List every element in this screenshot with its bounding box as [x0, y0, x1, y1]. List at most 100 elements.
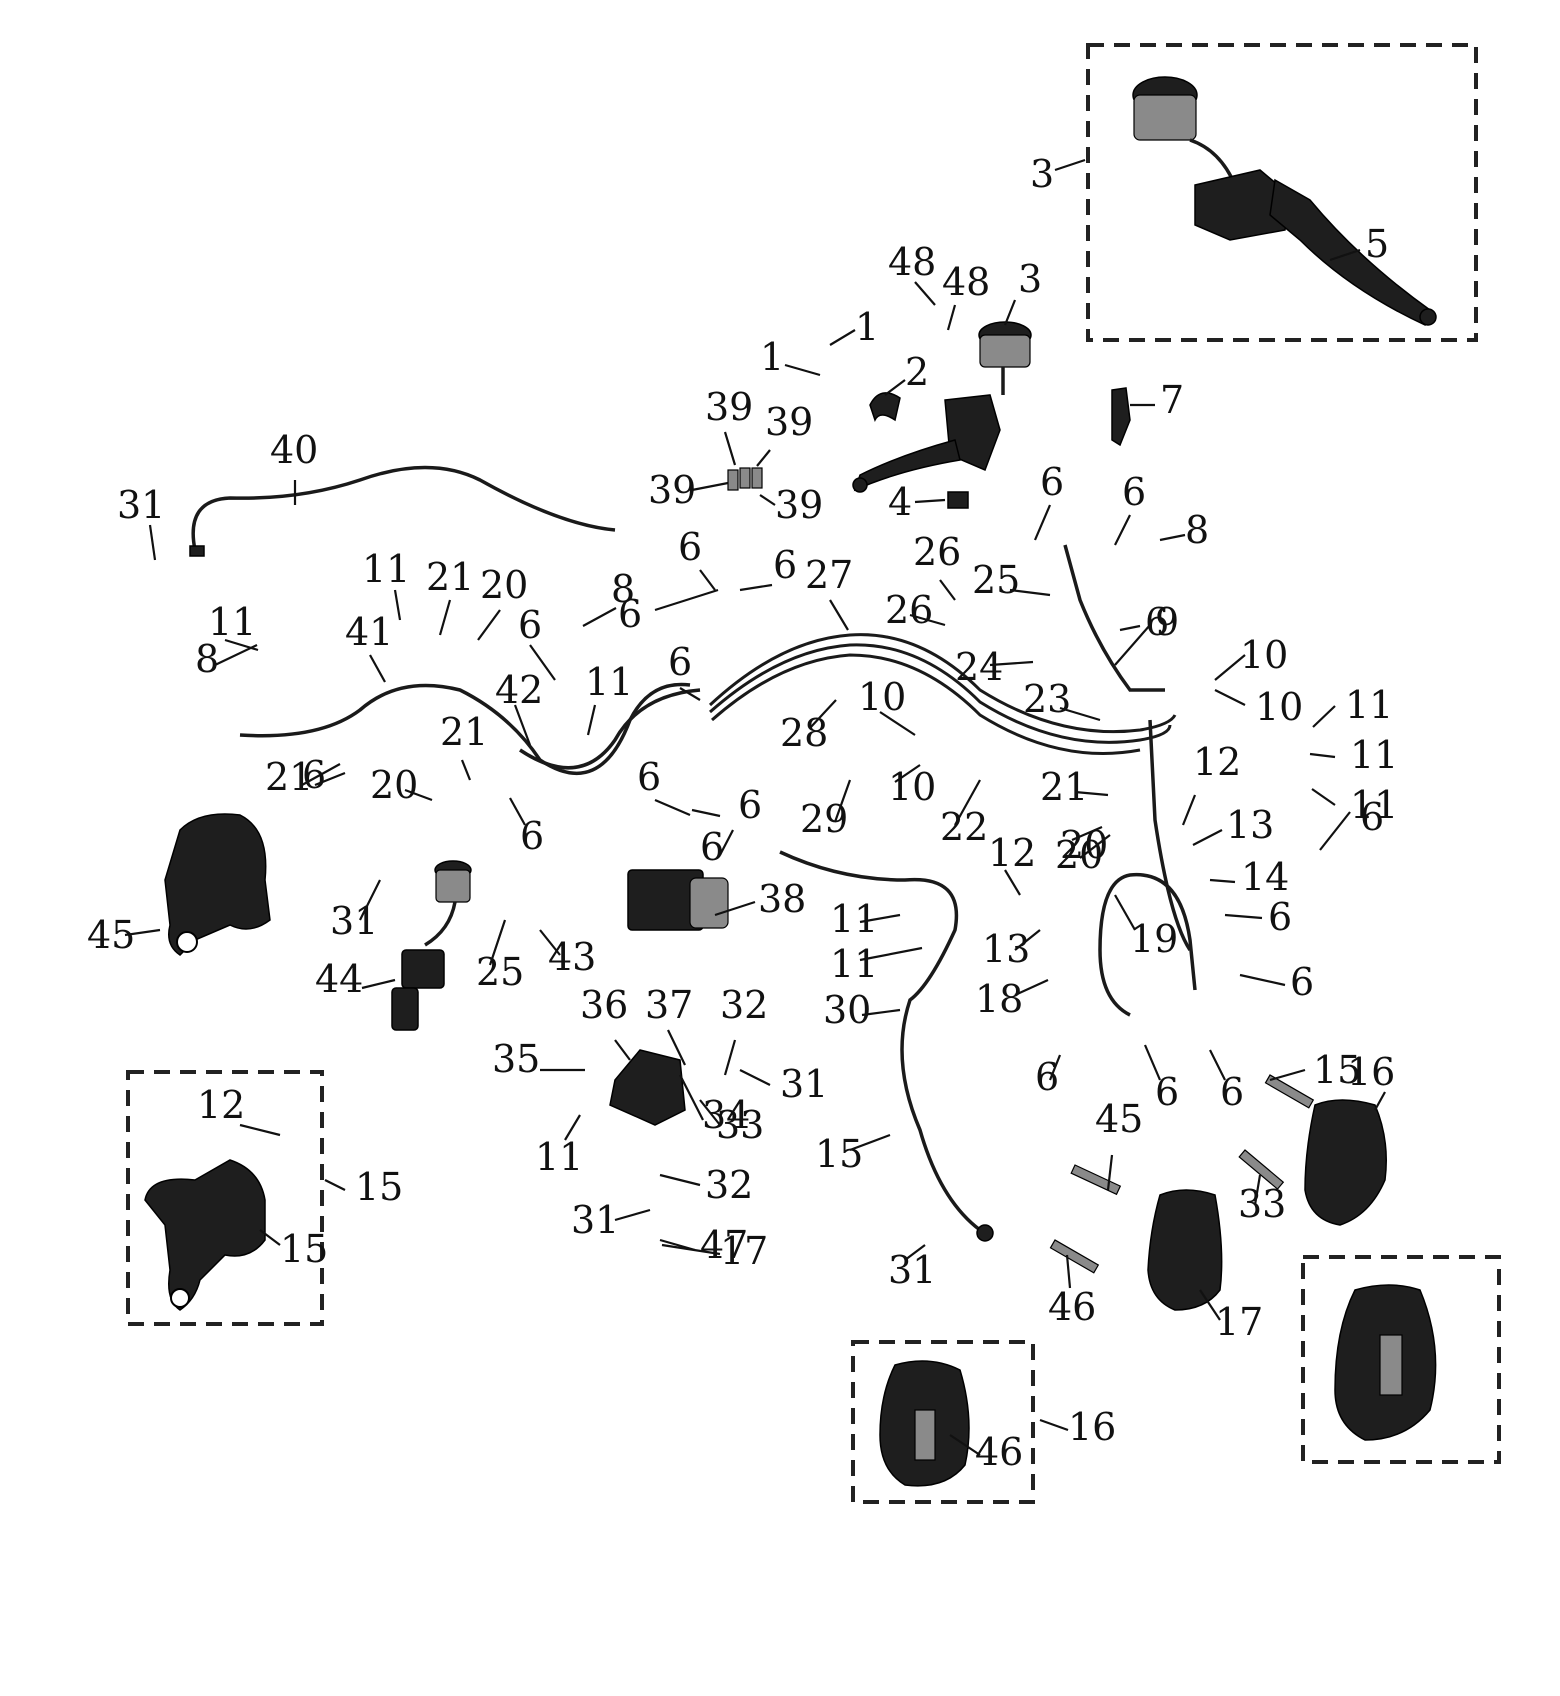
callout-leader-15 — [259, 1229, 281, 1246]
callout-label-30: 30 — [823, 988, 871, 1032]
callout-leader-31 — [739, 1069, 771, 1086]
callout-leader-11 — [1312, 705, 1336, 728]
callout-label-39: 39 — [705, 385, 753, 429]
callout-leader-11 — [859, 913, 901, 924]
callout-leader-26 — [909, 613, 946, 627]
callout-label-11: 11 — [585, 660, 633, 704]
callout-leader-31 — [904, 1244, 926, 1261]
callout-label-1: 1 — [855, 305, 879, 349]
banjo-bolts — [727, 467, 763, 491]
callout-label-6: 6 — [1040, 460, 1064, 504]
callout-label-6: 6 — [678, 525, 702, 569]
callout-label-43: 43 — [548, 935, 596, 979]
callout-label-31: 31 — [117, 483, 165, 527]
callout-leader-21 — [1074, 790, 1109, 797]
callout-leader-6 — [1143, 1044, 1162, 1081]
callout-leader-25 — [488, 919, 507, 966]
callout-label-44: 44 — [315, 957, 363, 1001]
callout-leader-6 — [1048, 1054, 1062, 1081]
callout-label-15: 15 — [815, 1132, 863, 1176]
callout-label-31: 31 — [571, 1198, 619, 1242]
callout-label-1: 1 — [760, 335, 784, 379]
callout-label-11: 11 — [1345, 683, 1393, 727]
callout-label-11: 11 — [362, 547, 410, 591]
callout-label-36: 36 — [580, 983, 628, 1027]
callout-label-29: 29 — [800, 797, 848, 841]
callout-label-34: 34 — [702, 1093, 750, 1137]
callout-leader-25 — [1009, 588, 1051, 597]
callout-label-47: 47 — [700, 1223, 748, 1267]
callout-label-6: 6 — [1290, 960, 1314, 1004]
callout-label-39: 39 — [765, 400, 813, 444]
rear-caliper-bracket-detail — [144, 1159, 266, 1311]
callout-label-3: 3 — [1030, 152, 1054, 196]
callout-label-11: 11 — [535, 1135, 583, 1179]
callout-leader-21 — [301, 763, 341, 786]
callout-leader-15 — [324, 1179, 346, 1191]
callout-leader-45 — [1106, 1154, 1114, 1191]
callout-label-21: 21 — [265, 755, 313, 799]
callout-label-41: 41 — [345, 610, 393, 654]
callout-label-14: 14 — [1241, 855, 1289, 899]
callout-label-10: 10 — [1240, 633, 1288, 677]
callout-label-11: 11 — [1350, 783, 1398, 827]
callout-leader-11 — [393, 589, 402, 621]
callout-leader-6 — [1119, 624, 1141, 632]
callout-label-16: 16 — [1068, 1405, 1116, 1449]
callout-label-6: 6 — [518, 603, 542, 647]
callout-label-37: 37 — [645, 983, 693, 1027]
callout-label-33: 33 — [716, 1103, 764, 1147]
callout-label-42: 42 — [495, 668, 543, 712]
callout-label-24: 24 — [955, 645, 1003, 689]
callout-leader-21 — [460, 759, 472, 781]
callout-leader-37 — [667, 1029, 686, 1066]
brake-hose-27 — [708, 633, 1177, 734]
callout-leader-6 — [1319, 811, 1351, 851]
callout-label-12: 12 — [988, 831, 1036, 875]
callout-label-6: 6 — [700, 825, 724, 869]
detail-box-left-front-caliper — [851, 1340, 1035, 1504]
callout-leader-6 — [1033, 504, 1052, 541]
callout-leader-33 — [699, 1099, 721, 1126]
callout-label-6: 6 — [1220, 1070, 1244, 1114]
callout-leader-17 — [1199, 1289, 1221, 1321]
callout-leader-32 — [723, 1039, 737, 1076]
callout-leader-22 — [954, 779, 981, 826]
callout-leader-34 — [679, 1074, 704, 1121]
callout-leader-39 — [691, 481, 729, 492]
clamp-part — [869, 392, 901, 422]
callout-leader-20 — [1071, 825, 1103, 842]
callout-leader-12 — [239, 1123, 281, 1137]
bracket-part — [1111, 387, 1131, 447]
callout-leader-6 — [739, 583, 773, 592]
callout-leader-31 — [614, 1208, 651, 1222]
callout-label-31: 31 — [780, 1062, 828, 1106]
callout-label-39: 39 — [775, 483, 823, 527]
callout-leader-2 — [884, 379, 906, 396]
callout-label-12: 12 — [197, 1083, 245, 1127]
callout-label-12: 12 — [1193, 740, 1241, 784]
callout-leader-11 — [1309, 752, 1336, 759]
callout-leader-6 — [1114, 514, 1131, 546]
callout-label-11: 11 — [830, 897, 878, 941]
callout-leader-10 — [894, 764, 921, 783]
callout-label-15: 15 — [280, 1227, 328, 1271]
callout-label-46: 46 — [975, 1430, 1023, 1474]
callout-label-28: 28 — [780, 711, 828, 755]
brake-hose-40 — [191, 465, 616, 551]
callout-leader-24 — [989, 660, 1034, 667]
callout-label-38: 38 — [758, 877, 806, 921]
callout-label-15: 15 — [1313, 1048, 1361, 1092]
callout-leader-48 — [914, 281, 936, 306]
callout-leader-30 — [861, 1008, 901, 1017]
callout-leader-12 — [1004, 869, 1021, 896]
callout-label-33: 33 — [1238, 1182, 1286, 1226]
callout-label-21: 21 — [426, 555, 474, 599]
callout-label-6: 6 — [738, 783, 762, 827]
callout-label-20: 20 — [1060, 823, 1108, 867]
callout-label-20: 20 — [480, 563, 528, 607]
callout-label-11: 11 — [1350, 733, 1398, 777]
callout-label-48: 48 — [888, 240, 936, 284]
